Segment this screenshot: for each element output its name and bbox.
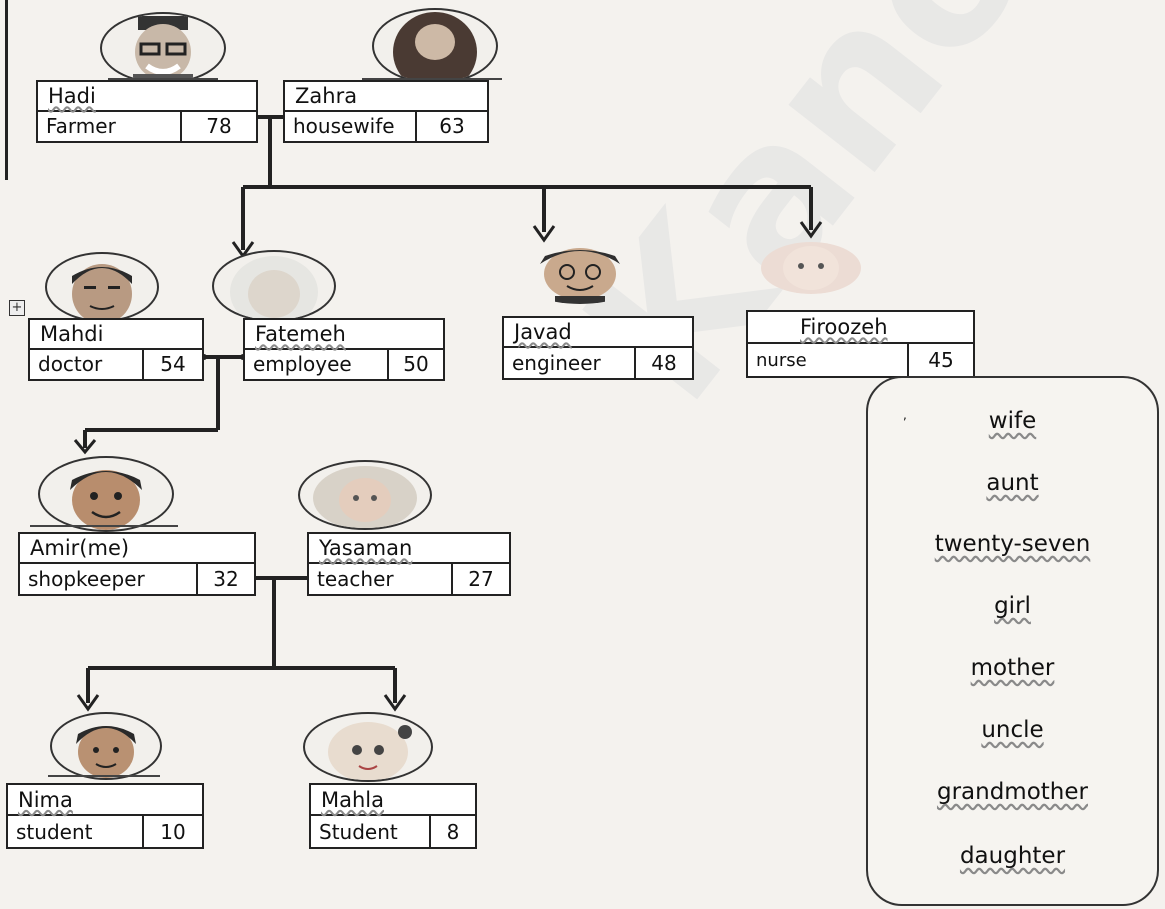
person-job: employee	[253, 352, 352, 377]
person-name: Zahra	[295, 83, 358, 108]
person-age: 50	[387, 349, 443, 379]
person-name: Hadi	[48, 83, 96, 108]
javad-avatar-icon	[515, 244, 645, 304]
person-card-mahla: Mahla Student 8	[309, 783, 477, 849]
person-card-firoozeh: Firoozeh nurse 45	[746, 310, 975, 378]
word-bank-item: grandmother	[936, 779, 1088, 805]
word-bank-item: wife	[988, 408, 1037, 434]
person-card-fatemeh: Fatemeh employee 50	[243, 318, 445, 381]
person-job: Farmer	[46, 114, 116, 139]
stray-mark: ,	[903, 408, 907, 422]
person-age: 48	[634, 348, 692, 378]
person-name: Yasaman	[319, 536, 413, 560]
margin-line	[5, 0, 8, 180]
yasaman-avatar-icon	[298, 460, 432, 530]
person-card-amir: Amir(me) shopkeeper 32	[18, 532, 256, 596]
person-name: Mahdi	[40, 321, 104, 346]
person-job: Student	[319, 819, 398, 844]
person-name: Fatemeh	[255, 321, 346, 346]
person-name: Amir(me)	[30, 536, 130, 560]
avatar-base	[30, 525, 178, 527]
person-card-nima: Nima student 10	[6, 783, 204, 849]
person-age: 10	[142, 816, 202, 847]
plus-icon[interactable]: +	[9, 300, 25, 316]
person-card-hadi: Hadi Farmer 78	[36, 80, 258, 143]
person-age: 8	[429, 816, 475, 847]
person-name: Mahla	[321, 787, 384, 812]
person-job: doctor	[38, 352, 103, 377]
uncle-avatar-icon	[45, 252, 159, 322]
person-age: 63	[415, 111, 487, 141]
person-name: Javad	[514, 320, 572, 344]
person-age: 27	[451, 564, 509, 594]
amir-avatar-icon	[38, 456, 174, 532]
person-age: 54	[142, 349, 202, 379]
person-job: housewife	[293, 114, 395, 139]
person-age: 32	[196, 564, 254, 594]
word-bank: , wife aunt twenty-seven girl mother unc…	[866, 376, 1159, 906]
word-bank-item: aunt	[986, 470, 1039, 496]
mahla-avatar-icon	[303, 712, 433, 782]
word-bank-item: daughter	[959, 843, 1066, 869]
avatar-base	[108, 78, 218, 80]
person-card-javad: Javad engineer 48	[502, 316, 694, 380]
mother-avatar-icon	[212, 250, 336, 322]
word-bank-item: uncle	[981, 717, 1044, 743]
grandfather-avatar-icon	[100, 12, 226, 84]
person-name: Firoozeh	[800, 315, 888, 339]
grandmother-avatar-icon	[372, 8, 498, 84]
nima-avatar-icon	[50, 712, 162, 780]
person-age: 78	[180, 111, 256, 141]
person-name: Nima	[18, 787, 73, 812]
word-bank-item: twenty-seven	[934, 531, 1091, 557]
word-bank-item: mother	[970, 655, 1055, 681]
person-card-zahra: Zahra housewife 63	[283, 80, 489, 143]
person-job: student	[16, 819, 93, 844]
avatar-base	[362, 78, 502, 80]
word-bank-item: girl	[994, 593, 1031, 619]
person-job: shopkeeper	[28, 567, 145, 591]
avatar-base	[48, 775, 160, 777]
person-job: engineer	[512, 351, 601, 375]
person-age: 45	[907, 344, 973, 376]
firoozeh-avatar-icon	[755, 238, 867, 294]
person-card-yasaman: Yasaman teacher 27	[307, 532, 511, 596]
person-job: teacher	[317, 567, 394, 591]
person-job: nurse	[756, 349, 807, 371]
person-card-mahdi: Mahdi doctor 54	[28, 318, 204, 381]
